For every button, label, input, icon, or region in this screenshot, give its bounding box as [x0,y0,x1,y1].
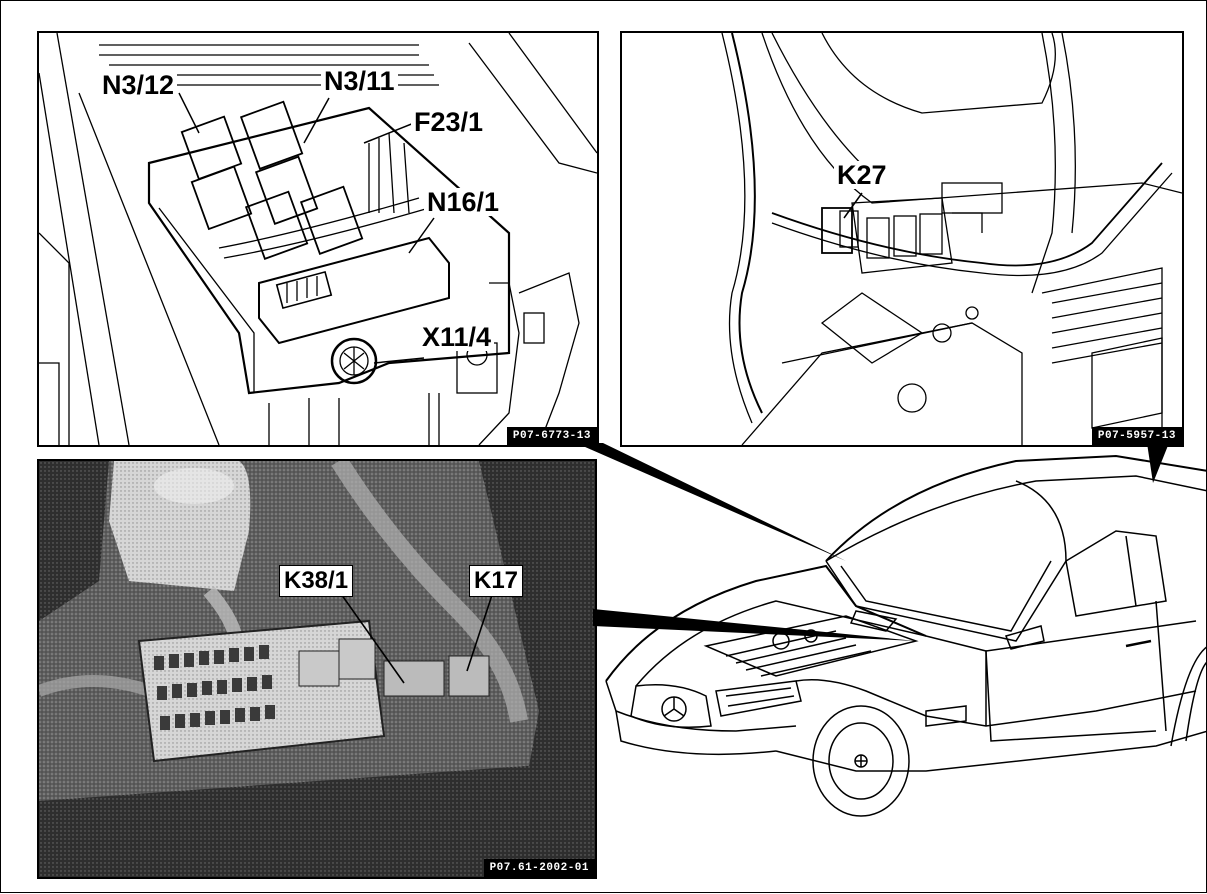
label-x11-4: X11/4 [419,323,495,351]
relay-box-photo-panel: K38/1 K17 P07.61-2002-01 [37,459,597,879]
label-k27: K27 [834,161,890,189]
engine-compartment-panel: N3/12 N3/11 F23/1 N16/1 X11/4 P07-6773-1… [37,31,599,447]
label-n3-11: N3/11 [321,67,398,95]
car-illustration [605,454,1207,817]
footwell-drawing [721,33,1182,445]
engine-pointer-wedge [576,443,846,561]
label-n3-12: N3/12 [99,71,178,99]
label-f23-1: F23/1 [411,108,487,136]
engine-figure-code: P07-6773-13 [506,427,597,445]
label-n16-1: N16/1 [424,188,503,216]
footwell-figure-code: P07-5957-13 [1091,427,1182,445]
photo-figure-code: P07.61-2002-01 [483,859,595,877]
label-k38-1: K38/1 [279,565,354,597]
label-k17: K17 [469,565,524,597]
engine-compartment-drawing [39,33,597,445]
footwell-panel: K27 P07-5957-13 [620,31,1184,447]
